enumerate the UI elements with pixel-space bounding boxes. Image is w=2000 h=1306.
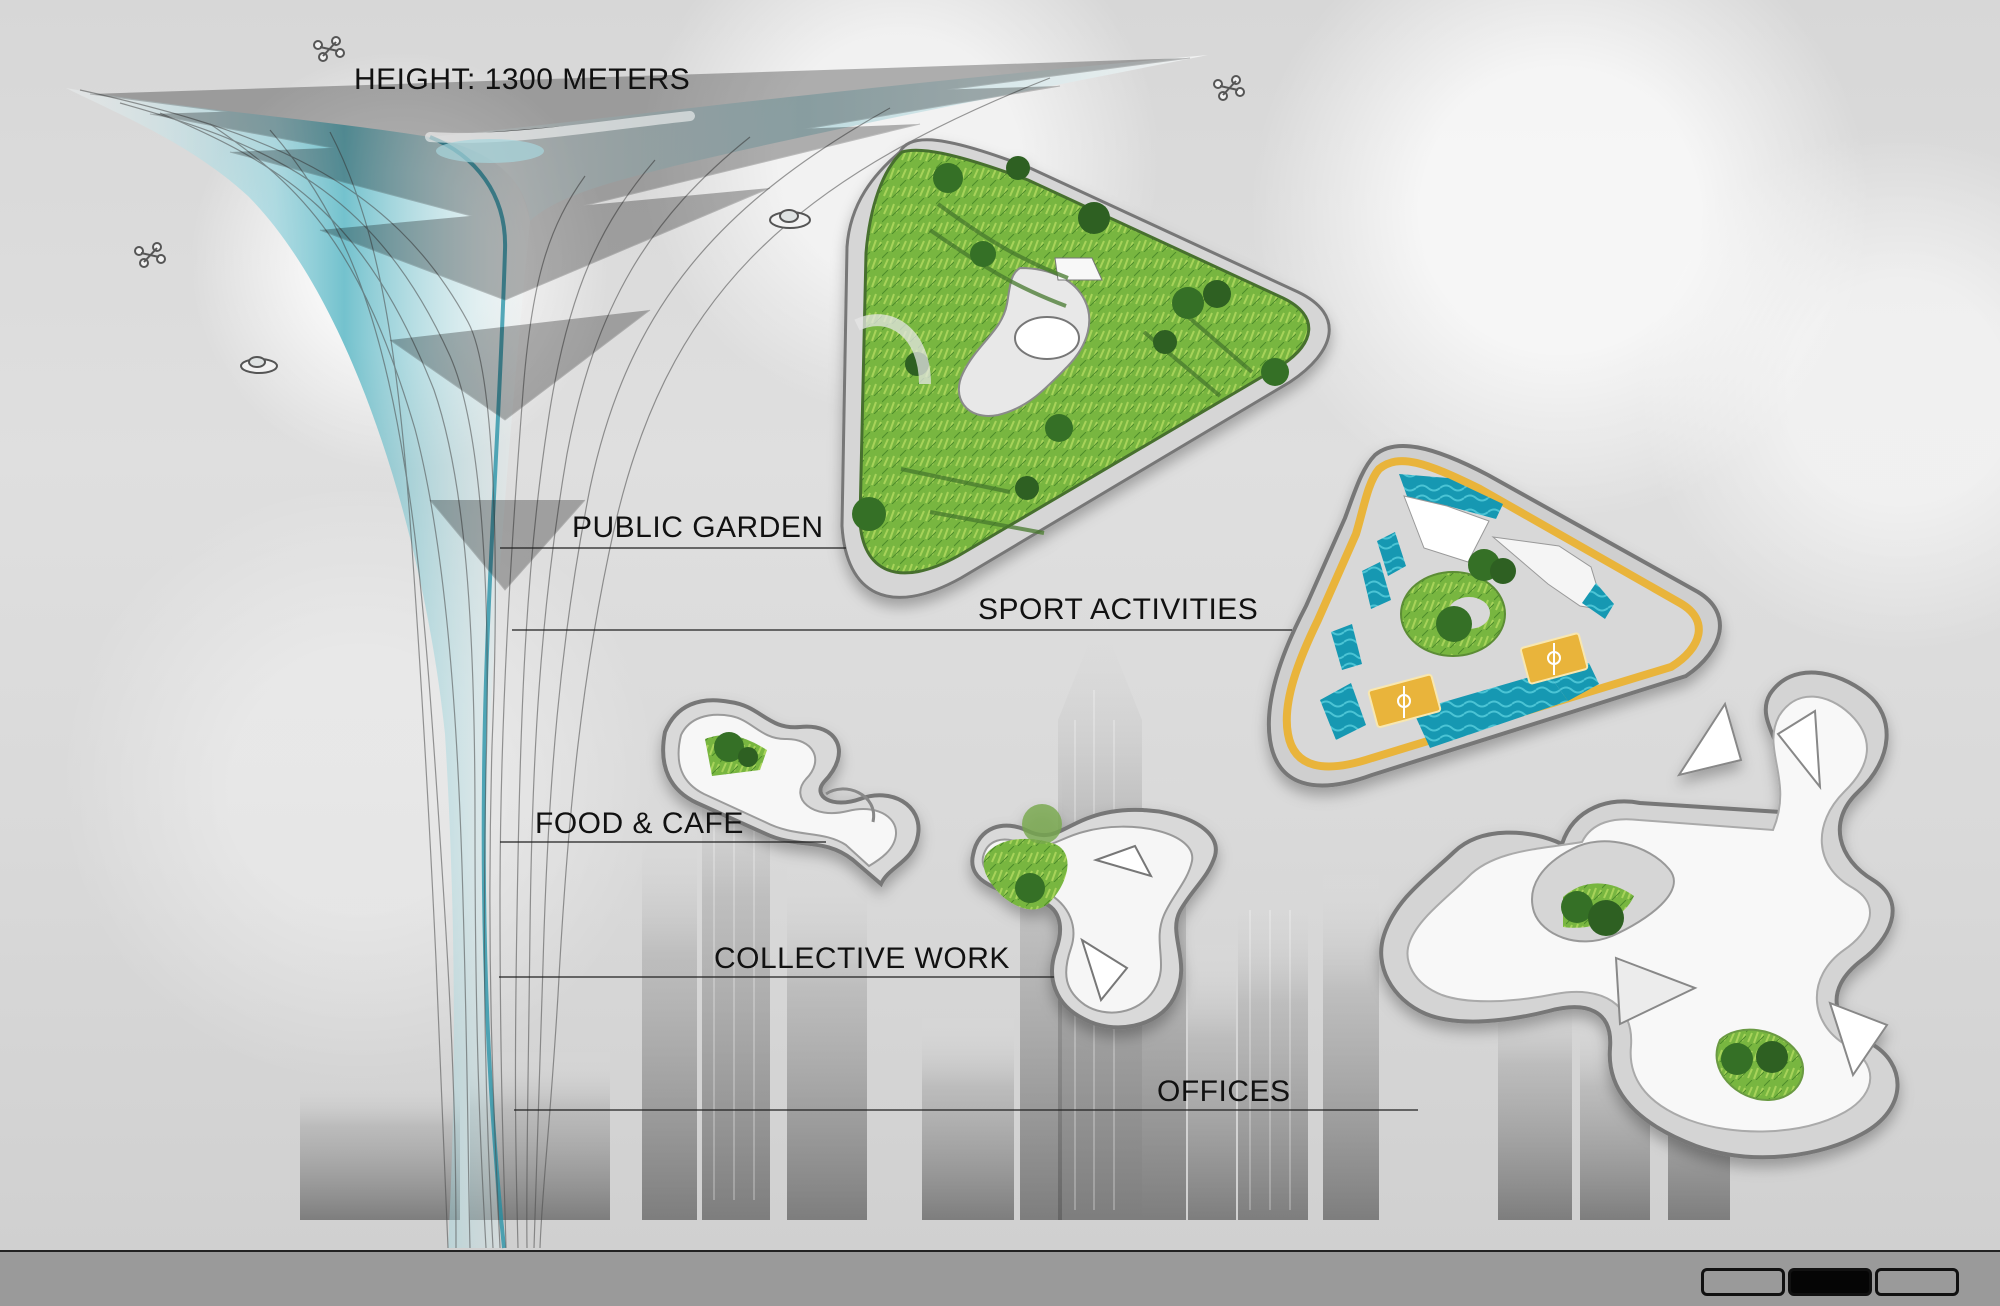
public-garden-platform	[840, 138, 1331, 599]
label-sport-activities: SPORT ACTIVITIES	[978, 593, 1259, 626]
collective-work-platform	[970, 804, 1218, 1030]
offices-platform	[1379, 670, 1900, 1160]
height-title: HEIGHT: 1300 METERS	[354, 63, 691, 96]
label-collective-work: COLLECTIVE WORK	[714, 942, 1010, 975]
label-food-cafe: FOOD & CAFE	[535, 807, 744, 840]
level-leader-lines	[499, 547, 1418, 1111]
skyscraper-structure	[66, 55, 1208, 1249]
nav-button-left[interactable]	[1701, 1268, 1785, 1296]
nav-button-right[interactable]	[1875, 1268, 1959, 1296]
sport-activities-platform	[1266, 443, 1722, 788]
label-offices: OFFICES	[1157, 1075, 1291, 1108]
nav-button-current[interactable]	[1788, 1268, 1872, 1296]
flying-drones	[134, 36, 1245, 374]
garden-trees	[852, 156, 1289, 531]
bottom-control-bar	[0, 1250, 2000, 1306]
food-and-cafe-platform	[661, 698, 921, 888]
label-public-garden: PUBLIC GARDEN	[572, 511, 824, 544]
